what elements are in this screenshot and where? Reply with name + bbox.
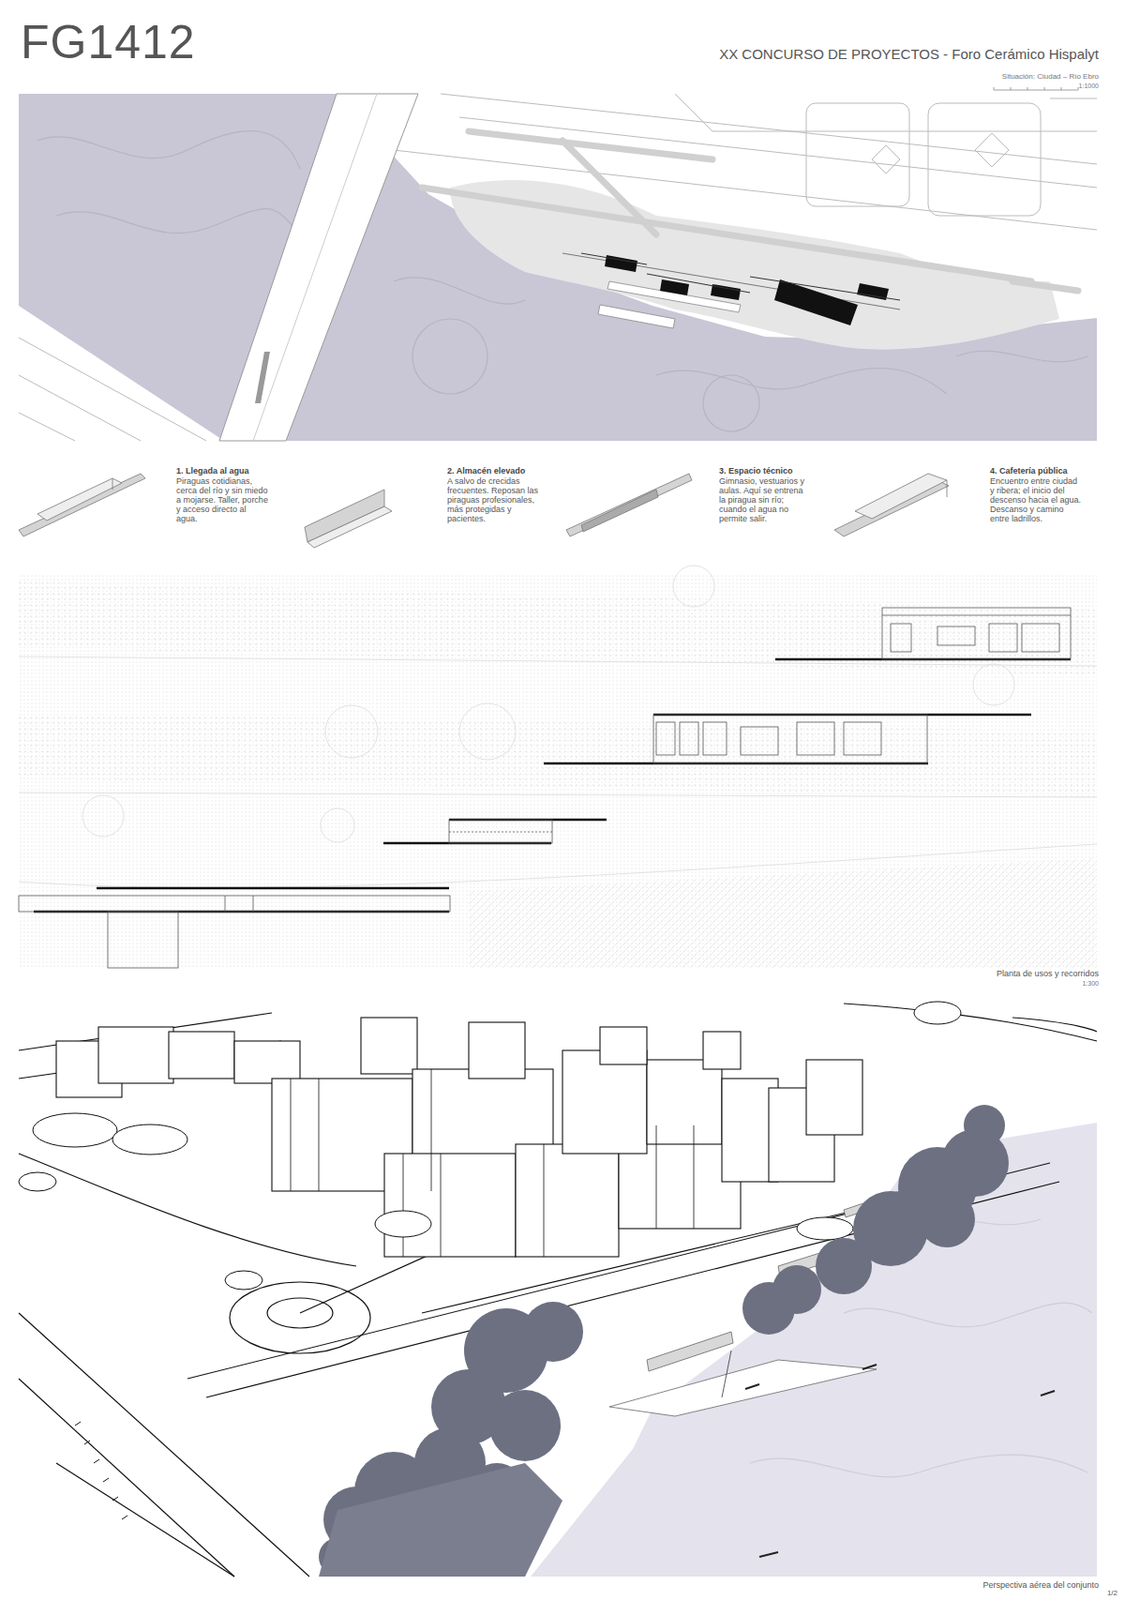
- aerial-perspective: [18, 1001, 1097, 1576]
- item-text: Encuentro entre ciudad y ribera; el inic…: [990, 477, 1084, 524]
- item-text: Gimnasio, vestuarios y aulas. Aquí se en…: [719, 477, 811, 524]
- item-heading: 3. Espacio técnico: [719, 466, 823, 477]
- page-number: 1/2: [1107, 1589, 1118, 1598]
- item-text: Piraguas cotidianas, cerca del río y sin…: [176, 477, 269, 524]
- drawing-title: Perspectiva aérea del conjunto: [982, 1580, 1099, 1590]
- drawing-title: Planta de usos y recorridos: [996, 969, 1099, 979]
- item-icons: [18, 473, 949, 548]
- site-plan: [18, 93, 1097, 441]
- scale-label: 1:1000: [1079, 82, 1099, 90]
- site-label: Situación: Ciudad – Río Ebro: [1002, 73, 1099, 82]
- board-header: XX CONCURSO DE PROYECTOS - Foro Cerámico…: [719, 46, 1099, 63]
- scale-label: 1:300: [1081, 979, 1099, 988]
- item-heading: 1. Llegada al agua: [176, 466, 280, 477]
- item-heading: 2. Almacén elevado: [447, 466, 551, 477]
- item-heading: 4. Cafetería pública: [990, 466, 1098, 477]
- board-title: FG1412: [20, 16, 196, 69]
- item-text: A salvo de crecidas frecuentes. Reposan …: [447, 477, 540, 524]
- floor-plan: [18, 565, 1097, 968]
- scale-bar: [993, 87, 1079, 90]
